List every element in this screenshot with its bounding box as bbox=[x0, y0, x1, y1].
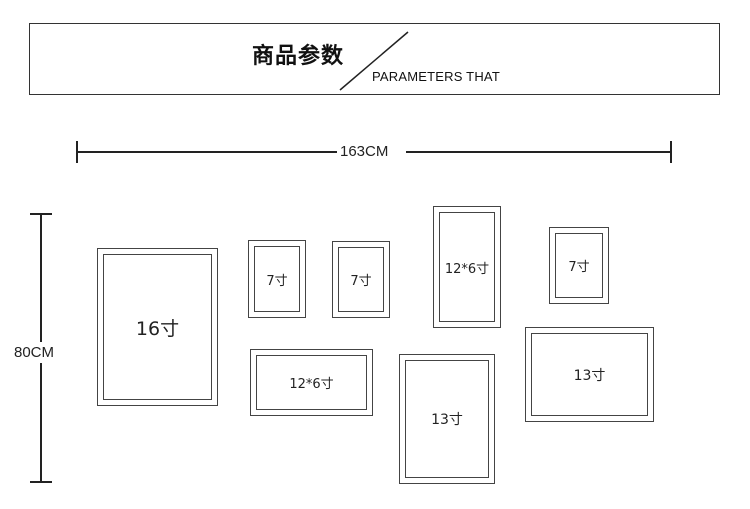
parameters-header: 商品参数 PARAMETERS THAT bbox=[29, 23, 720, 95]
frame-13-inch-horizontal: 13寸 bbox=[525, 327, 654, 422]
frame-size-label: 12*6寸 bbox=[289, 377, 334, 392]
frame-inner-border: 12*6寸 bbox=[256, 355, 367, 410]
frame-size-label: 16寸 bbox=[135, 317, 180, 340]
frame-inner-border: 16寸 bbox=[103, 254, 212, 400]
frame-7-inch-c: 7寸 bbox=[549, 227, 609, 304]
frame-12x6-inch-vertical: 12*6寸 bbox=[433, 206, 501, 328]
frame-7-inch-b: 7寸 bbox=[332, 241, 390, 318]
frame-size-label: 12*6寸 bbox=[444, 261, 490, 277]
frame-size-label: 13寸 bbox=[573, 367, 606, 384]
frame-size-label: 7寸 bbox=[568, 260, 590, 275]
frame-16-inch: 16寸 bbox=[97, 248, 218, 406]
frame-13-inch-vertical: 13寸 bbox=[399, 354, 495, 484]
frame-12x6-inch-horizontal: 12*6寸 bbox=[250, 349, 373, 416]
frame-inner-border: 13寸 bbox=[405, 360, 489, 478]
frame-inner-border: 7寸 bbox=[338, 247, 384, 312]
height-dimension-bottom-tick bbox=[30, 481, 52, 483]
width-dimension-line-right bbox=[406, 151, 672, 153]
frame-inner-border: 7寸 bbox=[555, 233, 603, 298]
frame-size-label: 7寸 bbox=[350, 274, 372, 289]
header-title: 商品参数 bbox=[252, 44, 345, 69]
frame-inner-border: 7寸 bbox=[254, 246, 300, 312]
width-dimension: 163CM bbox=[76, 141, 672, 163]
frame-size-label: 7寸 bbox=[266, 273, 288, 289]
height-dimension-label: 80CM bbox=[14, 342, 55, 363]
frame-inner-border: 13寸 bbox=[531, 333, 648, 416]
frame-size-label: 13寸 bbox=[431, 412, 463, 428]
width-dimension-label: 163CM bbox=[337, 143, 392, 160]
width-dimension-line-left bbox=[76, 151, 338, 153]
header-slash-divider bbox=[339, 31, 409, 91]
width-dimension-right-tick bbox=[670, 141, 672, 163]
frame-inner-border: 12*6寸 bbox=[439, 212, 495, 322]
frame-7-inch-a: 7寸 bbox=[248, 240, 306, 318]
header-subtitle: PARAMETERS THAT bbox=[372, 69, 500, 84]
